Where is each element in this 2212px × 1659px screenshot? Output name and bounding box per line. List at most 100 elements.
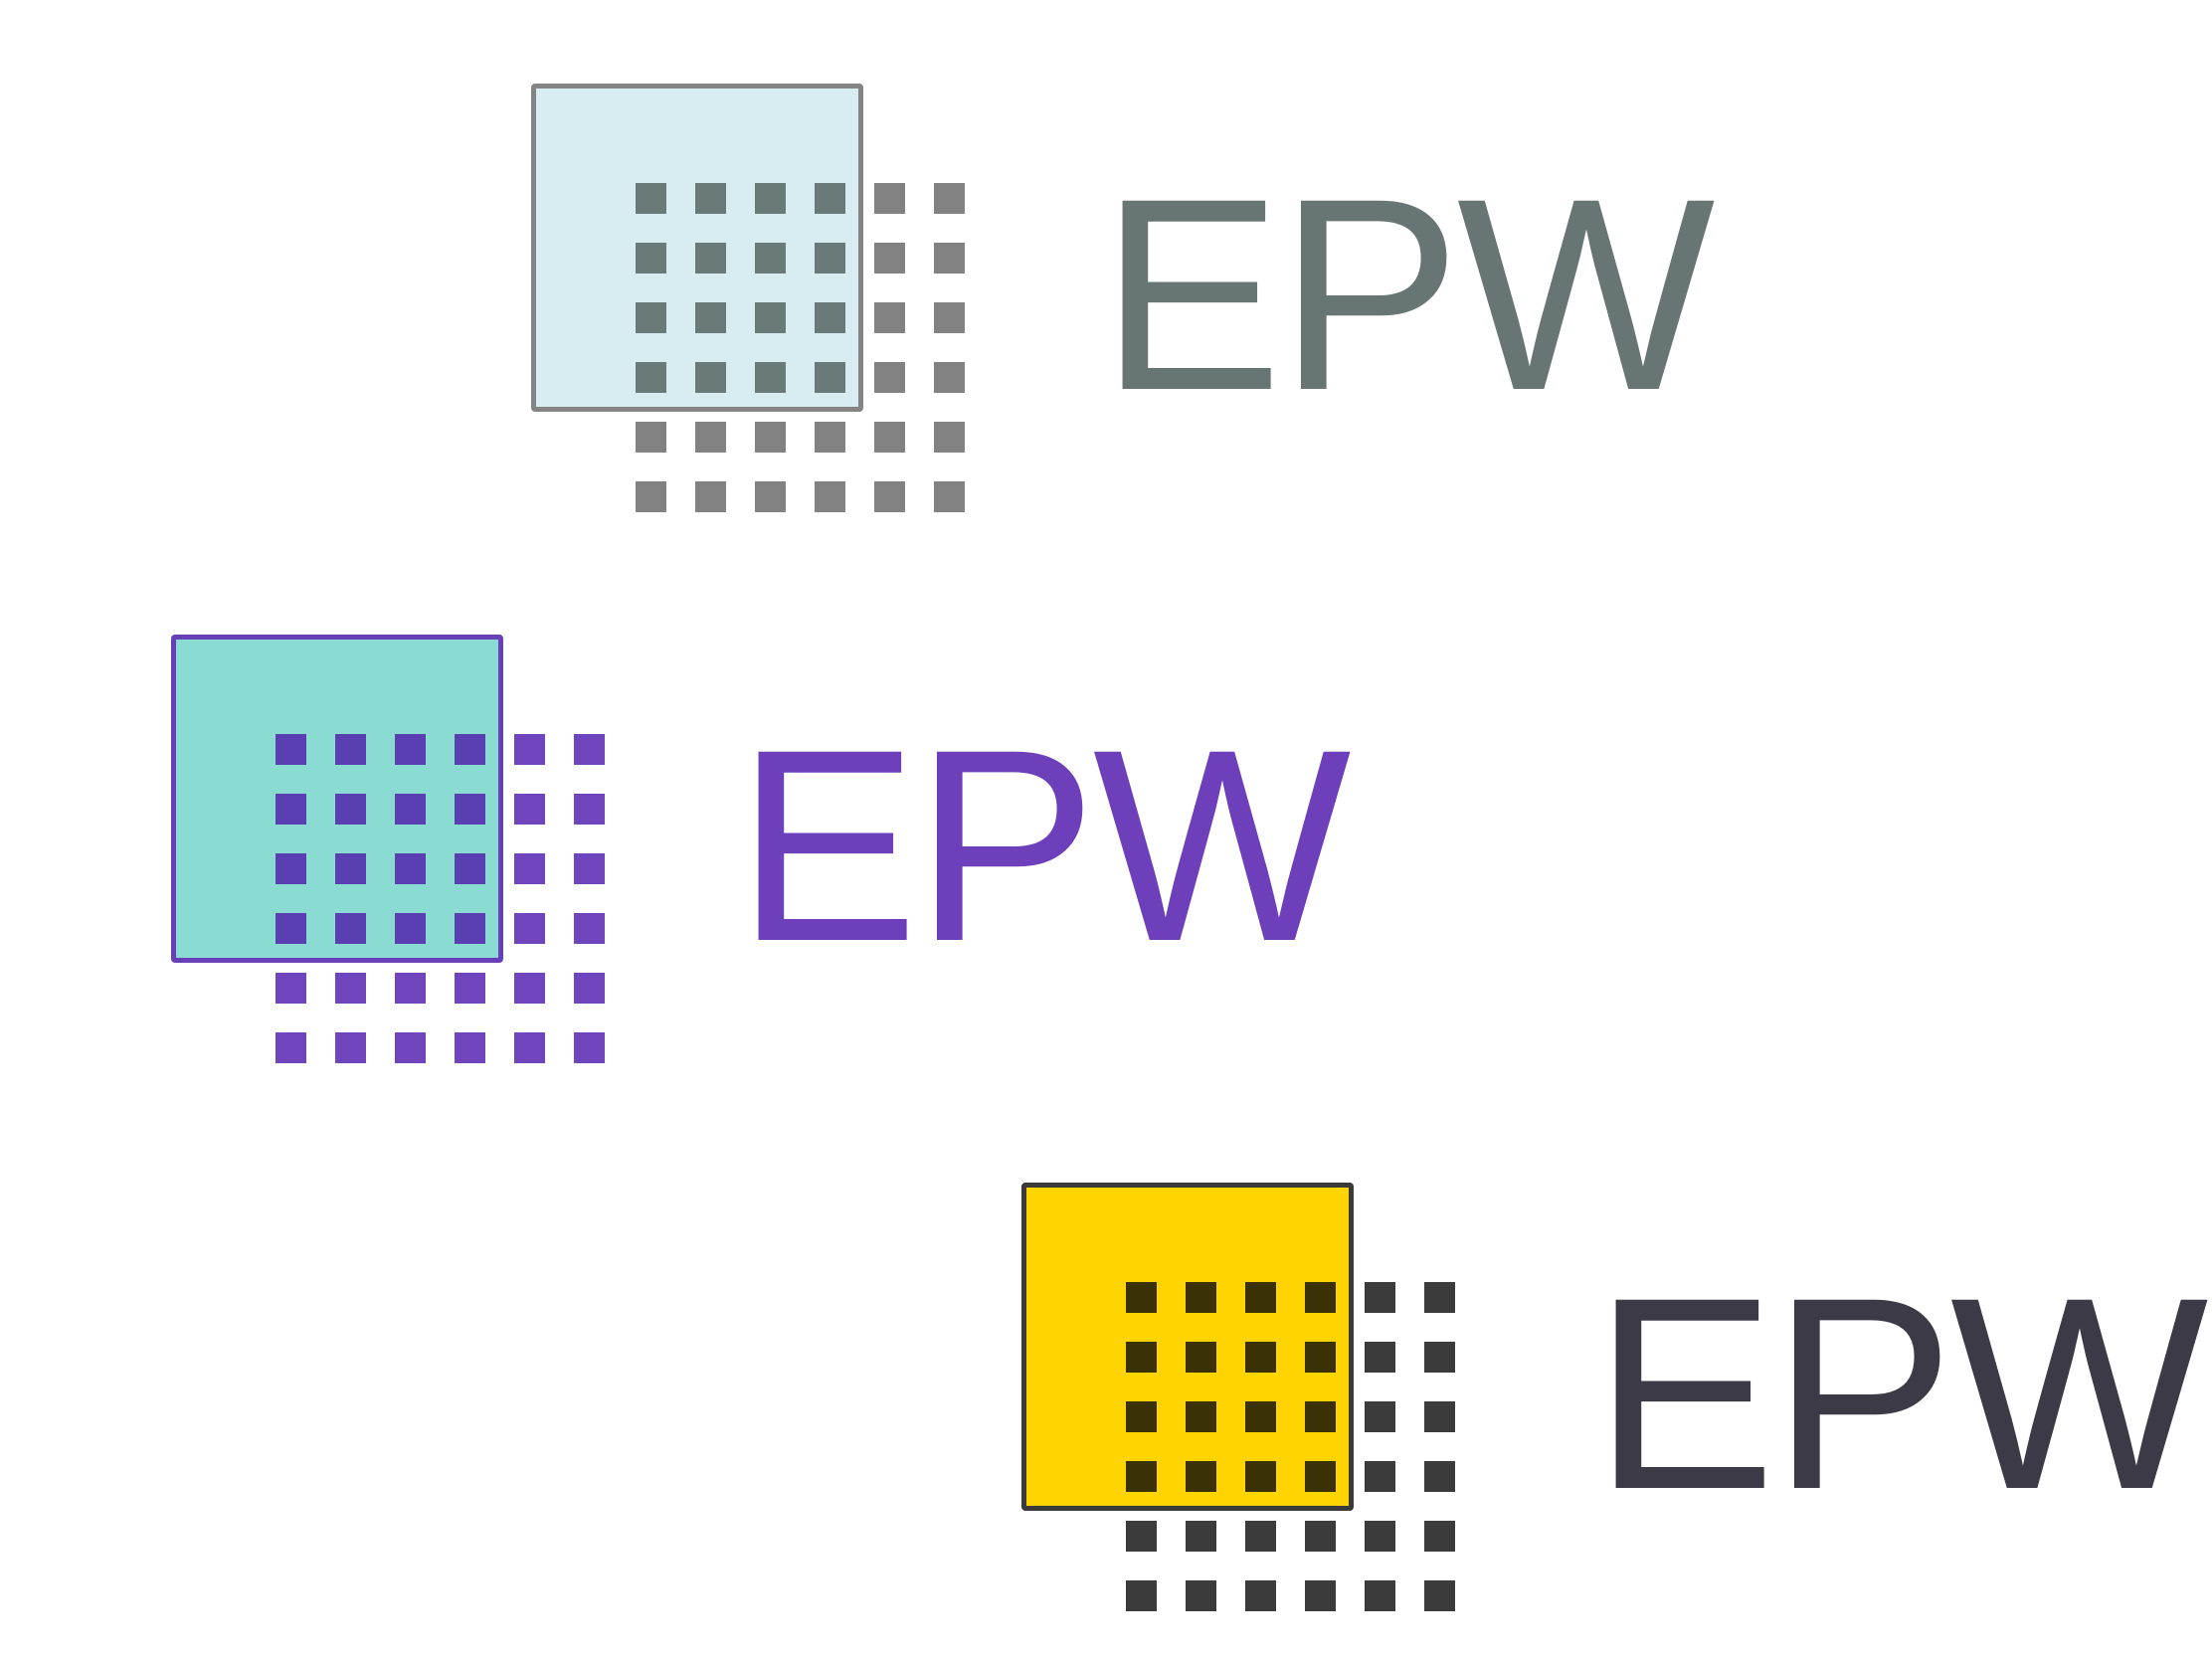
logo-text: EPW [1100,142,1715,448]
grid-dot [1126,1342,1157,1373]
grid-dot [874,362,905,393]
epw-logo-1: EPW [531,84,1715,541]
grid-dot [395,913,426,944]
grid-dot [1365,1342,1395,1373]
grid-dot [1126,1521,1157,1552]
grid-dot [755,481,786,512]
grid-dot [1245,1461,1276,1492]
grid-dot [574,973,605,1004]
grid-dot [695,183,726,214]
grid-dot [1305,1580,1336,1611]
grid-dot [514,734,545,765]
grid-dot [276,913,306,944]
grid-dot [514,913,545,944]
grid-dot [695,302,726,333]
grid-dot [934,422,965,453]
grid-dot [1126,1282,1157,1313]
grid-dot [395,973,426,1004]
grid-dot [1365,1580,1395,1611]
grid-dot [1424,1461,1455,1492]
grid-dot [276,734,306,765]
grid-dot [335,973,366,1004]
grid-dot [1424,1342,1455,1373]
epw-logo-3: EPW [1021,1183,2208,1640]
grid-dot [395,794,426,825]
grid-dot [574,1032,605,1063]
grid-dot [1365,1521,1395,1552]
grid-dot [1186,1282,1216,1313]
grid-dot [636,243,666,274]
grid-dot [574,913,605,944]
grid-dot [1365,1461,1395,1492]
grid-dot [455,853,485,884]
grid-dot [276,853,306,884]
grid-dot [874,481,905,512]
grid-dot [815,422,845,453]
grid-dot [636,422,666,453]
grid-dot [874,422,905,453]
grid-dot [335,794,366,825]
grid-dot [395,853,426,884]
grid-dot [1245,1342,1276,1373]
grid-dot [574,853,605,884]
grid-dot [1126,1401,1157,1432]
grid-dot [1186,1342,1216,1373]
grid-dot [755,302,786,333]
grid-dot [636,362,666,393]
grid-dot [934,302,965,333]
grid-dot [574,794,605,825]
grid-dot [455,1032,485,1063]
grid-dot [695,243,726,274]
epw-logo-2: EPW [171,635,1351,1092]
grid-dot [1186,1521,1216,1552]
grid-dot [455,734,485,765]
grid-dot [1245,1401,1276,1432]
grid-dot [514,853,545,884]
grid-dot [1126,1580,1157,1611]
logo-text: EPW [1593,1241,2208,1547]
grid-dot [455,973,485,1004]
grid-dot [395,734,426,765]
grid-dot [1365,1282,1395,1313]
grid-dot [276,973,306,1004]
grid-dot [514,1032,545,1063]
grid-dot [1186,1461,1216,1492]
grid-dot [636,481,666,512]
grid-dot [1305,1282,1336,1313]
grid-dot [276,1032,306,1063]
grid-dot [695,422,726,453]
grid-dot [934,243,965,274]
grid-dot [1424,1401,1455,1432]
grid-dot [276,794,306,825]
grid-dot [1365,1401,1395,1432]
grid-dot [574,734,605,765]
grid-dot [874,302,905,333]
grid-dot [1186,1401,1216,1432]
grid-dot [934,183,965,214]
grid-dot [1305,1401,1336,1432]
grid-dot [755,243,786,274]
grid-dot [514,794,545,825]
grid-dot [1186,1580,1216,1611]
grid-dot [1245,1521,1276,1552]
grid-dot [1424,1282,1455,1313]
grid-dot [1245,1580,1276,1611]
grid-dot [1305,1342,1336,1373]
grid-dot [455,913,485,944]
grid-dot [1305,1521,1336,1552]
grid-dot [335,913,366,944]
grid-dot [514,973,545,1004]
grid-dot [934,481,965,512]
grid-dot [755,422,786,453]
grid-dot [636,302,666,333]
grid-dot [636,183,666,214]
grid-dot [695,481,726,512]
grid-dot [1424,1521,1455,1552]
grid-dot [335,853,366,884]
grid-dot [1245,1282,1276,1313]
grid-dot [874,243,905,274]
logo-text: EPW [736,693,1351,999]
grid-dot [1126,1461,1157,1492]
grid-dot [455,794,485,825]
grid-dot [874,183,905,214]
